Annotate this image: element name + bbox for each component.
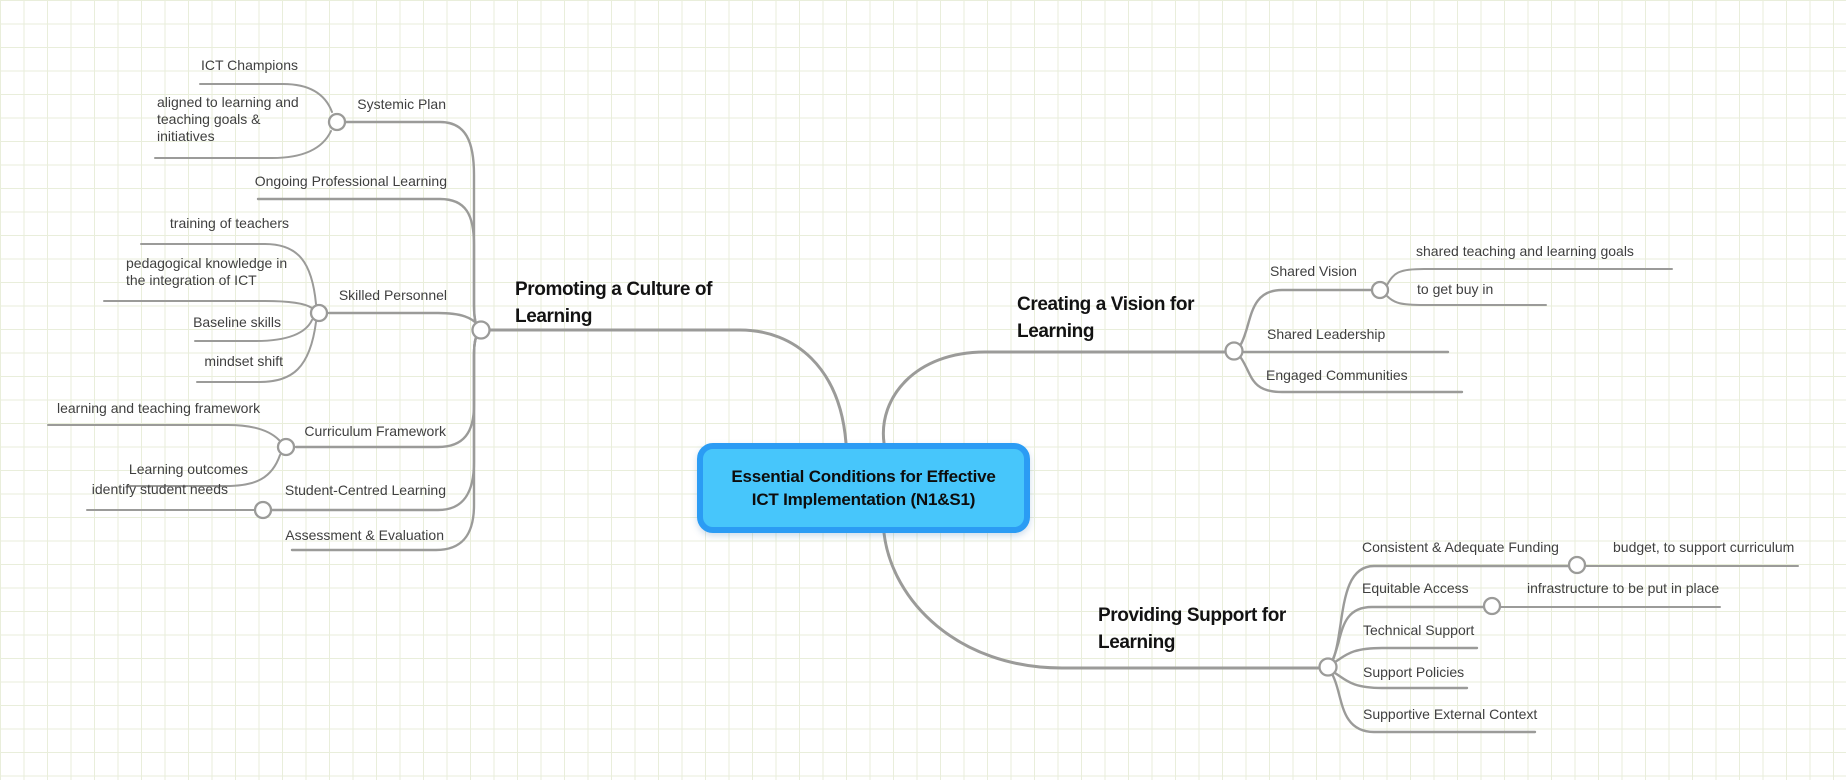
topic-ict-champions[interactable]: ICT Champions: [200, 57, 298, 73]
topic-infrastructure-in-place[interactable]: infrastructure to be put in place: [1527, 580, 1720, 596]
heading-line: Creating a Vision for: [1017, 294, 1195, 315]
junction-curriculum-framework[interactable]: [276, 437, 296, 457]
topic-baseline-skills[interactable]: Baseline skills: [193, 314, 281, 330]
topic-student-centred-learning[interactable]: Student-Centred Learning: [284, 482, 446, 498]
root-topic[interactable]: Essential Conditions for Effective ICT I…: [697, 443, 1030, 533]
junction-systemic-plan[interactable]: [327, 112, 347, 132]
topic-promoting-culture-of-learning[interactable]: Promoting a Culture of Learning: [515, 276, 712, 330]
label-line: pedagogical knowledge in: [126, 255, 288, 271]
root-topic-line: ICT Implementation (N1&S1): [751, 490, 976, 509]
connector-promoting-culture: [488, 328, 848, 445]
connector-supportive-external-context: [1330, 672, 1537, 734]
connector-mindset-shift: [196, 321, 317, 383]
topic-pedagogical-knowledge[interactable]: pedagogical knowledge in the integration…: [126, 255, 287, 289]
heading-line: Promoting a Culture of: [515, 279, 713, 300]
junction-skilled-personnel[interactable]: [309, 303, 329, 323]
topic-supportive-external-context[interactable]: Supportive External Context: [1363, 706, 1538, 722]
label-line: teaching goals &: [157, 111, 261, 127]
topic-engaged-communities[interactable]: Engaged Communities: [1266, 367, 1408, 383]
label-line: the integration of ICT: [126, 272, 257, 288]
topic-skilled-personnel[interactable]: Skilled Personnel: [338, 287, 447, 303]
topic-aligned-to-goals[interactable]: aligned to learning and teaching goals &…: [157, 94, 299, 145]
label-line: aligned to learning and: [157, 94, 299, 110]
topic-learning-teaching-framework[interactable]: learning and teaching framework: [57, 400, 261, 416]
junction-shared-vision[interactable]: [1370, 280, 1390, 300]
connector-learning-teaching-framework: [47, 424, 280, 441]
topic-shared-vision[interactable]: Shared Vision: [1270, 263, 1357, 279]
topic-shared-leadership[interactable]: Shared Leadership: [1267, 326, 1386, 342]
connector-creating-vision: [881, 350, 1226, 445]
connector-pedagogical-knowledge: [103, 300, 313, 309]
junction-creating-vision[interactable]: [1224, 341, 1244, 361]
topic-identify-student-needs[interactable]: identify student needs: [91, 481, 228, 497]
topic-technical-support[interactable]: Technical Support: [1363, 622, 1475, 638]
topic-ongoing-professional-learning[interactable]: Ongoing Professional Learning: [254, 173, 447, 189]
label-line: initiatives: [157, 128, 215, 144]
root-topic-line: Essential Conditions for Effective: [731, 467, 996, 486]
junction-providing-support[interactable]: [1318, 657, 1338, 677]
junction-promoting-culture[interactable]: [471, 320, 491, 340]
topic-consistent-adequate-funding[interactable]: Consistent & Adequate Funding: [1362, 539, 1559, 555]
topic-systemic-plan[interactable]: Systemic Plan: [357, 96, 446, 112]
heading-line: Learning: [1098, 632, 1176, 653]
heading-line: Learning: [1017, 321, 1095, 342]
topic-to-get-buy-in[interactable]: to get buy in: [1417, 281, 1494, 297]
topic-providing-support-for-learning[interactable]: Providing Support for Learning: [1098, 602, 1286, 656]
topic-mindset-shift[interactable]: mindset shift: [204, 353, 283, 369]
junction-consistent-funding[interactable]: [1567, 555, 1587, 575]
topic-learning-outcomes[interactable]: Learning outcomes: [128, 461, 248, 477]
topic-equitable-access[interactable]: Equitable Access: [1362, 580, 1469, 596]
topic-shared-teaching-learning-goals[interactable]: shared teaching and learning goals: [1416, 243, 1634, 259]
junction-student-centred-learning[interactable]: [253, 500, 273, 520]
heading-line: Learning: [515, 306, 593, 327]
junction-equitable-access[interactable]: [1482, 596, 1502, 616]
topic-curriculum-framework[interactable]: Curriculum Framework: [304, 423, 446, 439]
topic-creating-vision-for-learning[interactable]: Creating a Vision for Learning: [1017, 291, 1194, 345]
connector-technical-support: [1333, 646, 1479, 664]
connector-assessment-evaluation: [290, 329, 483, 552]
connector-ongoing-professional-learning: [256, 197, 483, 332]
heading-line: Providing Support for: [1098, 605, 1286, 626]
topic-training-of-teachers[interactable]: training of teachers: [169, 215, 289, 231]
topic-budget-support-curriculum[interactable]: budget, to support curriculum: [1613, 539, 1795, 555]
connector-skilled-personnel: [327, 311, 480, 327]
topic-assessment-evaluation[interactable]: Assessment & Evaluation: [285, 527, 444, 543]
topic-support-policies[interactable]: Support Policies: [1363, 664, 1465, 680]
